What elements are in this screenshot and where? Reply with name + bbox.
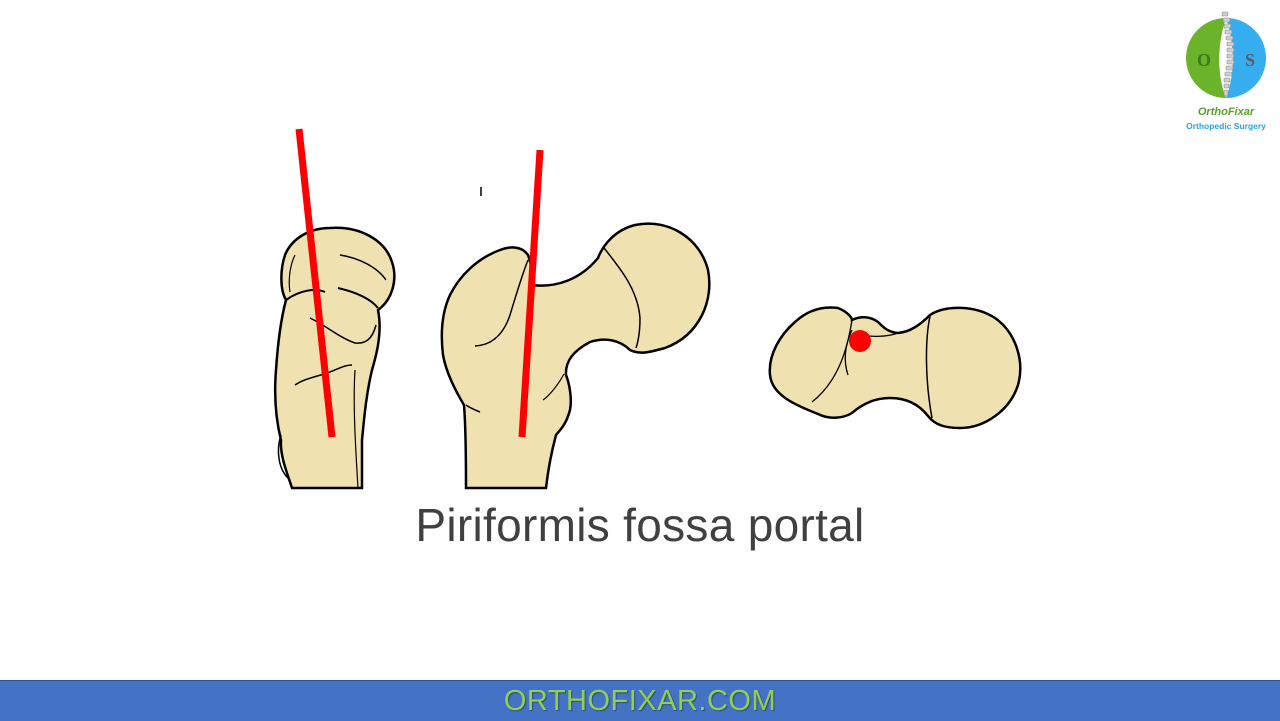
spine-icon xyxy=(1221,11,1235,97)
logo-blue-half xyxy=(1226,18,1266,98)
anterior-view-femur xyxy=(440,149,711,490)
footer-banner: ORTHOFIXAR.COM xyxy=(0,680,1280,721)
lateral-femur-outline xyxy=(273,226,396,490)
anterior-femur-outline xyxy=(440,222,711,490)
logo-emblem: O S xyxy=(1186,11,1266,98)
anterior-entry-guide-line xyxy=(518,149,544,438)
logo-title: OrthoFixar xyxy=(1197,106,1255,118)
orthofixar-logo: O S OrthoFixar Orthopedic Surgery xyxy=(1178,8,1274,138)
slide-caption: Piriformis fossa portal xyxy=(415,499,865,551)
piriformis-fossa-entry-point xyxy=(849,330,871,352)
superior-femur-outline xyxy=(768,306,1022,430)
diagram-canvas xyxy=(273,128,1022,490)
lateral-entry-guide-line xyxy=(295,128,336,438)
superior-view-femur xyxy=(768,306,1022,430)
logo-letter-o: O xyxy=(1197,50,1211,70)
logo-letter-s: S xyxy=(1245,50,1255,70)
logo-green-half xyxy=(1186,18,1226,98)
lateral-view-femur xyxy=(273,128,396,490)
footer-website-link[interactable]: ORTHOFIXAR.COM xyxy=(503,684,777,717)
logo-subtitle: Orthopedic Surgery xyxy=(1186,121,1266,131)
